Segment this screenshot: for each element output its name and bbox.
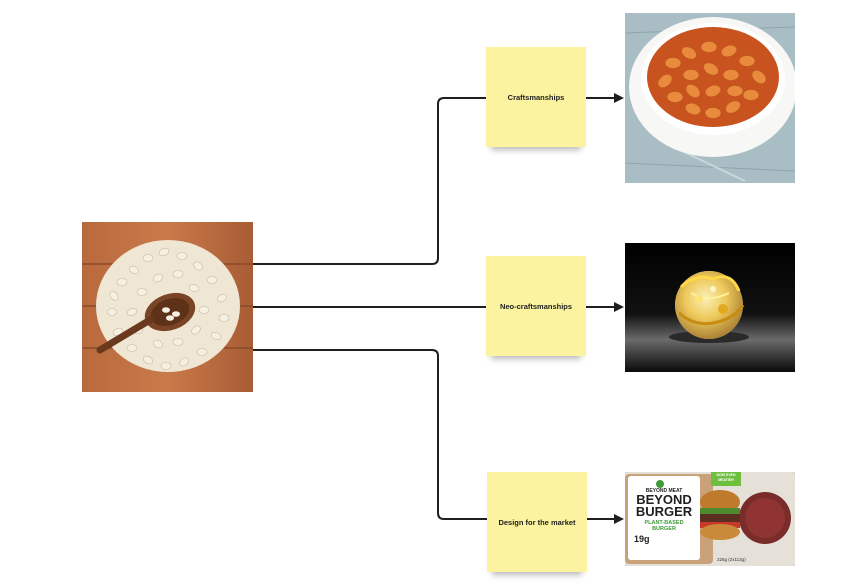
sticky-note-label: Neo-craftsmanships: [499, 301, 573, 311]
pack-subtitle-line1: PLANT-BASED: [644, 520, 684, 526]
sticky-note-craftsmanships[interactable]: Craftsmanships: [486, 47, 586, 147]
pack-badge-line2: MEATIER: [718, 478, 734, 482]
pack-protein: 19g: [634, 534, 650, 544]
baked-beans-bowl-photo: [625, 13, 795, 183]
connector-beans-to-craft: [253, 97, 487, 265]
sticky-note-design-for-the-market[interactable]: Design for the market: [487, 472, 587, 572]
sticky-note-label: Design for the market: [498, 517, 576, 527]
pack-badge-line1: NOW EVEN: [716, 473, 736, 477]
pack-brand: BEYOND MEAT: [645, 488, 683, 494]
pack-subtitle-line2: BURGER: [652, 526, 676, 532]
sticky-note-label: Craftsmanships: [507, 92, 565, 102]
pack-title-line2: BURGER: [635, 504, 693, 519]
plant-based-burger-pack-photo: BEYOND MEAT BEYOND BURGER PLANT-BASED BU…: [625, 472, 795, 566]
pack-weight: 226g (2x113g): [717, 557, 746, 562]
gold-leaf-dessert-photo: [625, 243, 795, 372]
connector-beans-to-design: [253, 349, 488, 520]
white-beans-photo: [82, 222, 253, 392]
sticky-note-neo-craftsmanships[interactable]: Neo-craftsmanships: [486, 256, 586, 356]
pack-title-line1: BEYOND: [636, 492, 692, 507]
